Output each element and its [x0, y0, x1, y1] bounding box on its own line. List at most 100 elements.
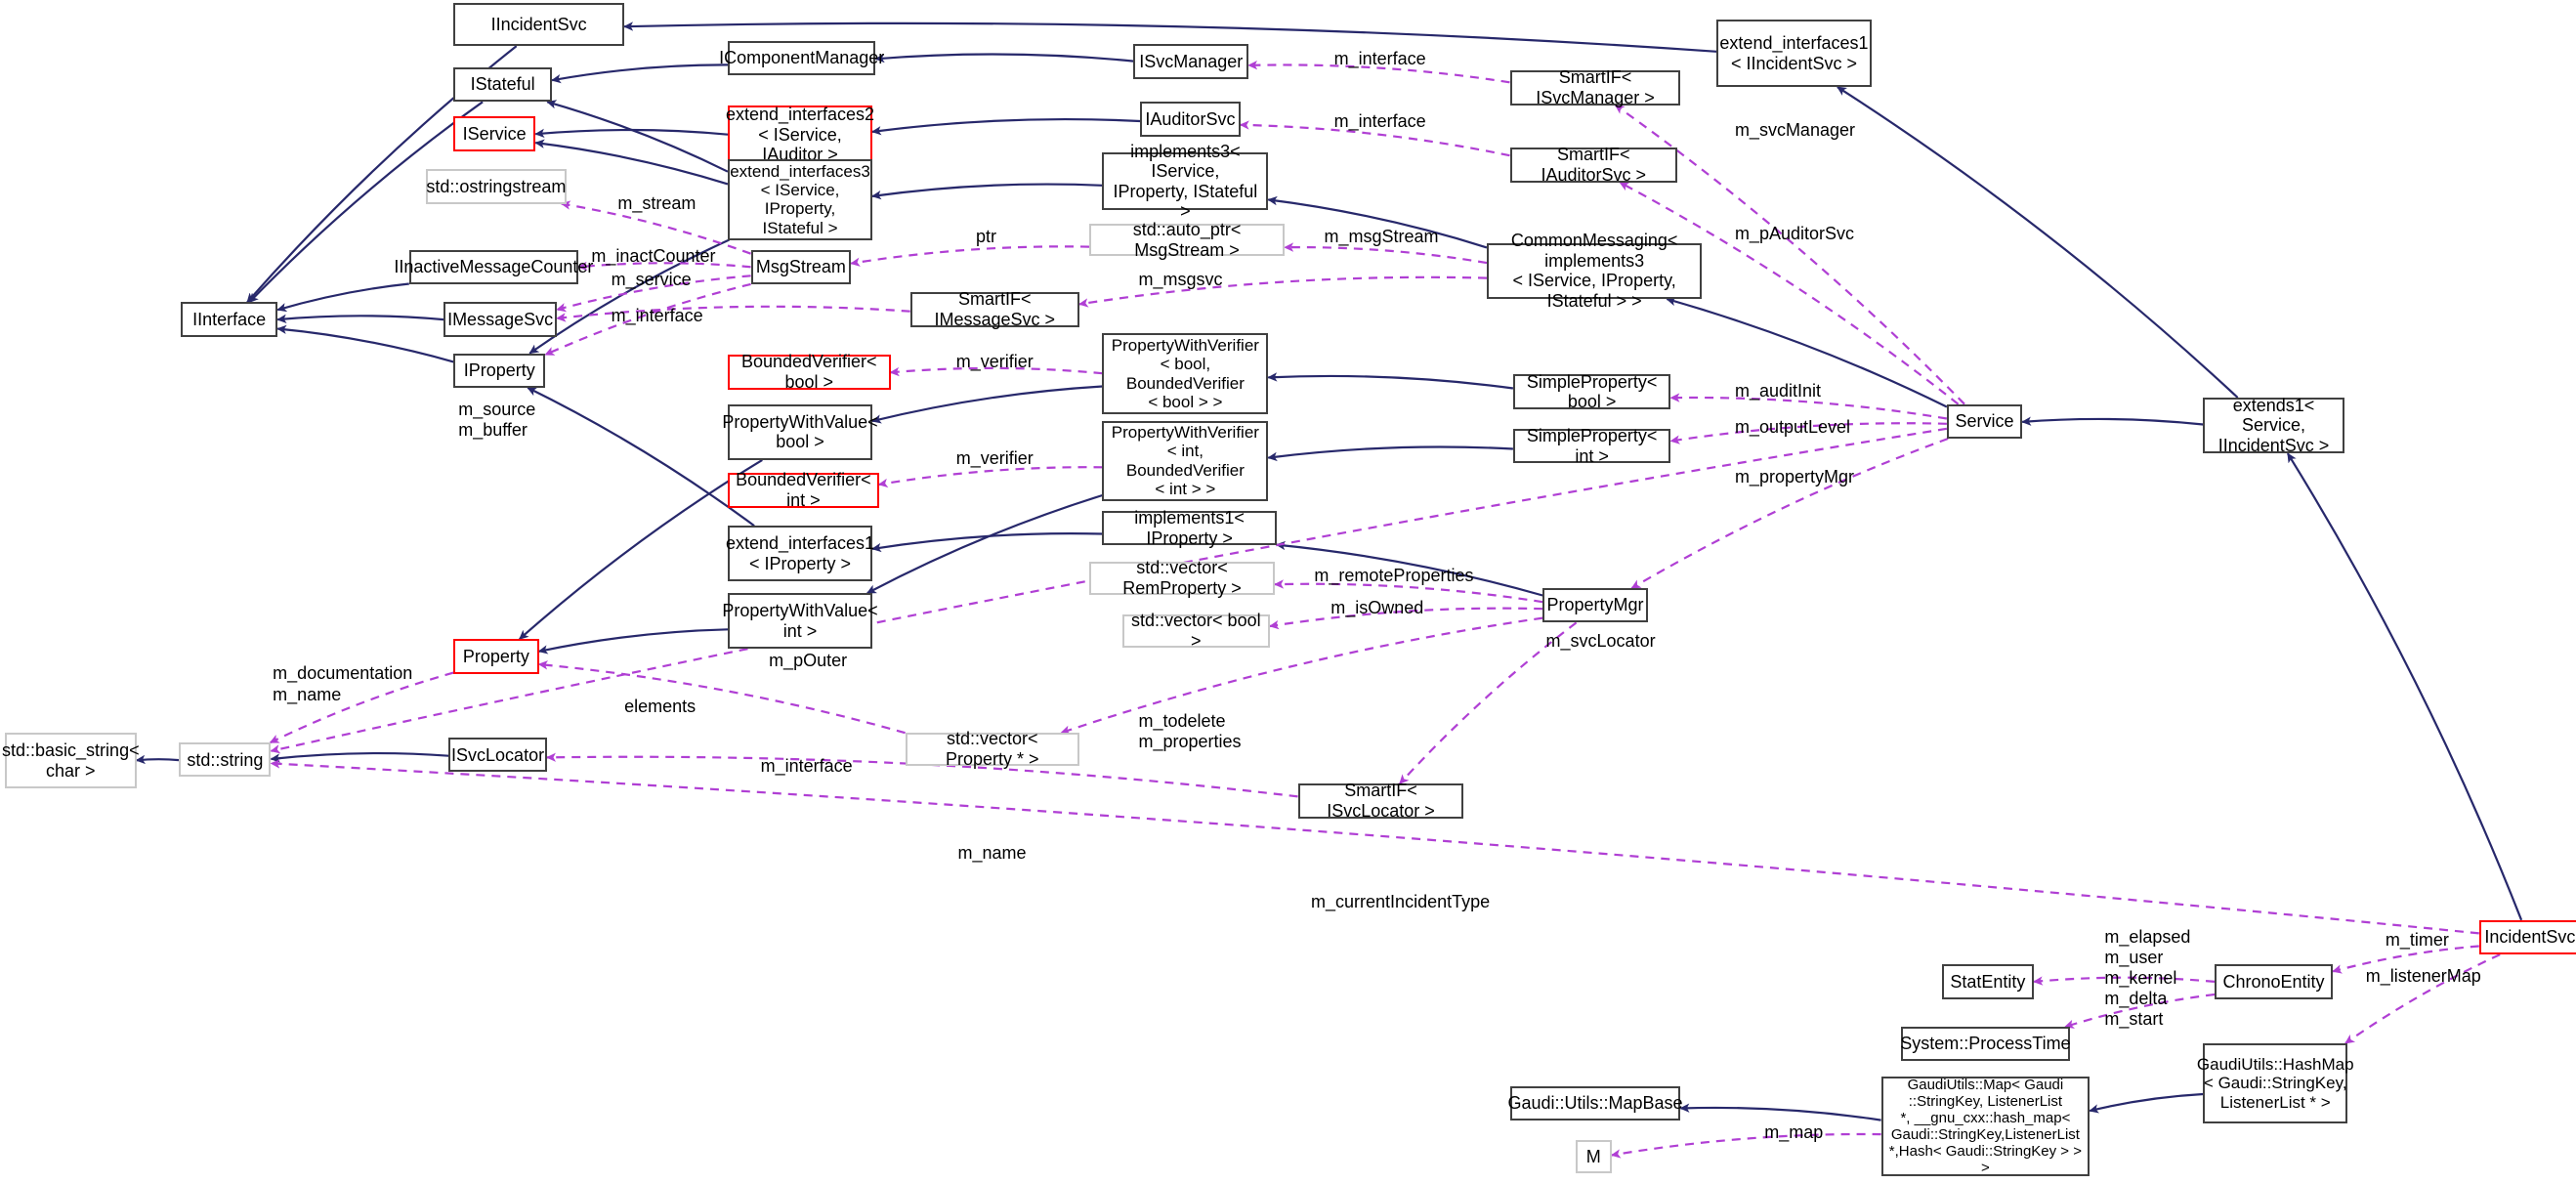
inheritance-edges — [135, 21, 2523, 1121]
edge — [537, 660, 906, 735]
class-node-extend_interfaces1_IIncidentSvc[interactable]: extend_interfaces1 < IIncidentSvc > — [1716, 20, 1872, 88]
class-node-BoundedVerifier_int[interactable]: BoundedVerifier< int > — [728, 470, 879, 510]
class-node-MsgStream[interactable]: MsgStream — [750, 249, 852, 284]
edge — [248, 101, 484, 304]
edge — [534, 139, 729, 186]
edge — [556, 305, 910, 322]
class-node-extends1[interactable]: extends1< Service, IIncidentSvc > — [2203, 396, 2344, 455]
edge-label: m_outputLevel — [1734, 417, 1851, 438]
class-node-SmartIF_IMessageSvc[interactable]: SmartIF< IMessageSvc > — [909, 289, 1079, 329]
edge-label: m_verifier — [955, 448, 1034, 469]
class-node-M[interactable]: M — [1575, 1140, 1612, 1173]
class-node-Gaudi_Utils_MapBase[interactable]: Gaudi::Utils::MapBase — [1507, 1085, 1683, 1121]
class-node-IAuditorSvc[interactable]: IAuditorSvc — [1140, 102, 1241, 137]
class-node-extend_interfaces3[interactable]: extend_interfaces3 < IService, IProperty… — [728, 159, 872, 240]
class-node-System_ProcessTime[interactable]: System::ProcessTime — [1900, 1027, 2071, 1062]
class-node-IMessageSvc[interactable]: IMessageSvc — [443, 302, 558, 337]
class-node-IStateful[interactable]: IStateful — [453, 66, 553, 103]
edge-label: m_stream — [617, 193, 697, 214]
edge-label: m_map — [1764, 1121, 1824, 1142]
edge-label: m_name — [957, 842, 1027, 863]
edge — [871, 117, 1141, 136]
class-node-IComponentManager[interactable]: IComponentManager — [719, 41, 884, 76]
edge — [551, 63, 729, 84]
edge — [2344, 953, 2501, 1044]
class-node-std_basic_string[interactable]: std::basic_string< char > — [2, 733, 140, 789]
edge — [527, 386, 755, 528]
class-node-PropertyWithValue_int[interactable]: PropertyWithValue< int > — [722, 593, 878, 650]
edge-label: m_svcManager — [1734, 119, 1855, 140]
class-node-StatEntity[interactable]: StatEntity — [1941, 964, 2034, 999]
class-node-IInterface[interactable]: IInterface — [180, 302, 278, 337]
edge-label: ptr — [975, 227, 996, 247]
class-node-std_auto_ptr_MsgStream[interactable]: std::auto_ptr< MsgStream > — [1089, 220, 1286, 260]
class-node-std_vector_RemProperty[interactable]: std::vector< RemProperty > — [1089, 558, 1276, 598]
class-node-CommonMessaging[interactable]: CommonMessaging< implements3 < IService,… — [1486, 231, 1703, 311]
edge-label: m_interface — [760, 755, 853, 776]
class-node-PropertyWithVerifier_bool[interactable]: PropertyWithVerifier < bool, BoundedVeri… — [1102, 333, 1269, 414]
edge-label: m_service — [611, 269, 692, 289]
edge-label: m_propertyMgr — [1734, 466, 1854, 486]
class-node-ChronoEntity[interactable]: ChronoEntity — [2215, 964, 2334, 999]
class-node-ISvcManager[interactable]: ISvcManager — [1133, 44, 1249, 79]
class-node-SmartIF_ISvcLocator[interactable]: SmartIF< ISvcLocator > — [1297, 781, 1464, 821]
class-node-Property[interactable]: Property — [453, 639, 539, 674]
class-node-extend_interfaces1_IProperty[interactable]: extend_interfaces1 < IProperty > — [726, 526, 874, 582]
class-node-PropertyWithVerifier_int[interactable]: PropertyWithVerifier < int, BoundedVerif… — [1102, 420, 1269, 501]
edge — [556, 275, 751, 313]
class-node-BoundedVerifier_bool[interactable]: BoundedVerifier< bool > — [728, 352, 891, 392]
class-node-extend_interfaces2[interactable]: extend_interfaces2 < IService, IAuditor … — [725, 105, 875, 165]
edge-label: m_inactCounter — [591, 246, 716, 267]
edge — [1077, 275, 1488, 308]
class-node-IIncidentSvc[interactable]: IIncidentSvc — [453, 3, 625, 47]
class-node-PropertyWithValue_bool[interactable]: PropertyWithValue< bool > — [722, 403, 878, 460]
class-node-std_string[interactable]: std::string — [179, 742, 272, 778]
class-node-implements1_IProperty[interactable]: implements1< IProperty > — [1102, 508, 1277, 548]
edge-label: m_interface — [611, 305, 703, 325]
edge — [2332, 945, 2479, 974]
edge — [269, 671, 454, 744]
class-node-GaudiUtils_HashMap[interactable]: GaudiUtils::HashMap < Gaudi::StringKey, … — [2197, 1042, 2354, 1124]
edge — [1614, 104, 1965, 405]
edge — [874, 53, 1134, 63]
edge-label: m_listenerMap — [2365, 965, 2481, 986]
class-node-IService[interactable]: IService — [453, 116, 536, 151]
edge — [270, 759, 2479, 935]
edge — [866, 493, 1103, 595]
class-node-implements3[interactable]: implements3< IService, IProperty, IState… — [1102, 142, 1269, 221]
class-node-IProperty[interactable]: IProperty — [453, 353, 546, 388]
edge-label: m_currentIncidentType — [1311, 892, 1491, 912]
edge-label: m_isOwned — [1330, 598, 1424, 618]
edge — [877, 466, 1103, 488]
class-node-SmartIF_IAuditorSvc[interactable]: SmartIF< IAuditorSvc > — [1509, 145, 1678, 185]
edge-label: m_auditInit — [1734, 381, 1821, 402]
class-node-Service[interactable]: Service — [1946, 403, 2023, 440]
class-node-IncidentSvc[interactable]: IncidentSvc — [2478, 919, 2576, 955]
class-node-std_ostringstream[interactable]: std::ostringstream — [425, 169, 568, 204]
edge — [528, 238, 730, 355]
edge-label: m_pAuditorSvc — [1734, 223, 1854, 243]
edge-label: m_svcLocator — [1545, 630, 1656, 651]
class-node-SimpleProperty_bool[interactable]: SimpleProperty< bool > — [1512, 372, 1671, 411]
class-node-ISvcLocator[interactable]: ISvcLocator — [448, 738, 547, 773]
edge — [1284, 242, 1488, 265]
edge — [2089, 1092, 2204, 1114]
class-node-PropertyMgr[interactable]: PropertyMgr — [1542, 588, 1648, 623]
edge-label: m_msgStream — [1324, 227, 1439, 247]
edge-label: elements — [624, 697, 697, 717]
edge — [2286, 452, 2523, 921]
class-node-SimpleProperty_int[interactable]: SimpleProperty< int > — [1512, 426, 1671, 466]
class-node-GaudiUtils_Map[interactable]: GaudiUtils::Map< Gaudi ::StringKey, List… — [1880, 1076, 2090, 1177]
edge — [270, 427, 1948, 754]
class-node-std_vector_Property_ptr[interactable]: std::vector< Property * > — [905, 729, 1079, 769]
edge — [276, 282, 409, 313]
edge-label: m_interface — [1333, 111, 1426, 132]
class-node-IInactiveMessageCounter[interactable]: IInactiveMessageCounter — [394, 249, 593, 284]
edge — [1399, 621, 1578, 784]
class-node-std_vector_bool[interactable]: std::vector< bool > — [1121, 611, 1270, 651]
edge — [537, 628, 729, 655]
class-node-SmartIF_ISvcManager[interactable]: SmartIF< ISvcManager > — [1509, 67, 1681, 107]
edge — [577, 261, 751, 272]
edge-label: m_interface — [1333, 49, 1426, 69]
